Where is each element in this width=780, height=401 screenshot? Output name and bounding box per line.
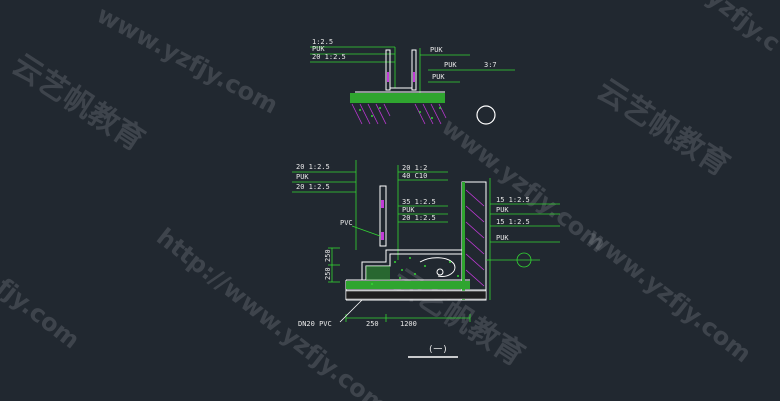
top-right-leaders: [419, 48, 515, 95]
bottom-center-label-2: 40 C10: [402, 172, 427, 180]
bottom-detail: 20 1:2.5 PUK 20 1:2.5 20 1:2 40 C10 35 1…: [292, 160, 560, 358]
bottom-right-label-2: PUK: [496, 206, 509, 214]
dim-vertical-2: 250: [324, 267, 332, 280]
watermark-frag-left: fjy.com: [0, 273, 85, 355]
step-fill: [366, 266, 390, 280]
bottom-left-label-2: PUK: [296, 173, 309, 181]
bottom-center-label-1: 20 1:2: [402, 164, 427, 172]
horizontal-dimension-lines: [345, 314, 471, 322]
left-wall-pipe-1: [381, 200, 384, 208]
detail-caption: (一): [428, 345, 448, 355]
top-right-label-4: PUK: [432, 73, 445, 81]
bottom-left-leaders: [292, 160, 357, 250]
top-right-label-2: PUK: [444, 61, 457, 69]
top-detail: 1:2.5 PUK 20 1:2.5 PUK PUK 3:7 PUK: [310, 38, 515, 125]
watermark-url-top: www.yzfjy.com: [92, 1, 282, 120]
top-left-label-3: 20 1:2.5: [312, 53, 346, 61]
top-left-label-1: 1:2.5: [312, 38, 333, 46]
squat-pan: [419, 257, 456, 277]
watermark-cn-right: 云艺帆教育: [591, 72, 736, 183]
bottom-right-label-1: 15 1:2.5: [496, 196, 530, 204]
top-hatch: [351, 103, 447, 125]
left-wall-pipe-2: [381, 232, 384, 240]
pvc-leader: [351, 225, 381, 237]
right-wall-hatch: [465, 189, 485, 287]
right-wall-strip: [462, 182, 465, 300]
bottom-left-label-3: 20 1:2.5: [296, 183, 330, 191]
floor-strip: [346, 281, 470, 289]
top-pipe-left: [387, 72, 389, 82]
top-right-label-1: PUK: [430, 46, 443, 54]
dn-pipe-label: DN20 PVC: [298, 320, 332, 328]
bottom-center-label-4: PUK: [402, 206, 415, 214]
top-walls: [355, 49, 445, 93]
watermark-cn-left: 云艺帆教育: [6, 47, 151, 158]
section-circle-marker: [476, 105, 496, 125]
dim-horizontal-2: 1200: [400, 320, 417, 328]
bottom-center-label-5: 20 1:2.5: [402, 214, 436, 222]
bottom-right-label-3: 15 1:2.5: [496, 218, 530, 226]
dim-horizontal-1: 250: [366, 320, 379, 328]
bed-speckle: [371, 257, 459, 285]
bottom-left-label-1: 20 1:2.5: [296, 163, 330, 171]
top-speckle: [359, 107, 441, 119]
top-pipe-right: [413, 72, 415, 82]
top-right-label-3: 3:7: [484, 61, 497, 69]
bottom-right-label-4: PUK: [496, 234, 509, 242]
top-left-leaders: [310, 46, 396, 88]
watermark-frag-topright: yzfjy.c: [701, 0, 780, 57]
top-left-label-2: PUK: [312, 45, 325, 53]
bottom-right-leaders: [489, 178, 560, 300]
dim-vertical-1: 250: [324, 249, 332, 262]
watermark-url-left: http://www.yzfjy.com: [151, 223, 393, 401]
vertical-dimension-lines: [328, 247, 340, 283]
bottom-center-label-3: 35 1:2.5: [402, 198, 436, 206]
floor-slab: [345, 290, 487, 300]
top-floor-fill: [350, 93, 445, 103]
bottom-center-leaders: [397, 165, 448, 260]
dn-leader: [339, 299, 363, 323]
watermark-url-right: www.yzfjy.com: [581, 223, 756, 369]
pvc-label: PVC: [340, 219, 353, 227]
